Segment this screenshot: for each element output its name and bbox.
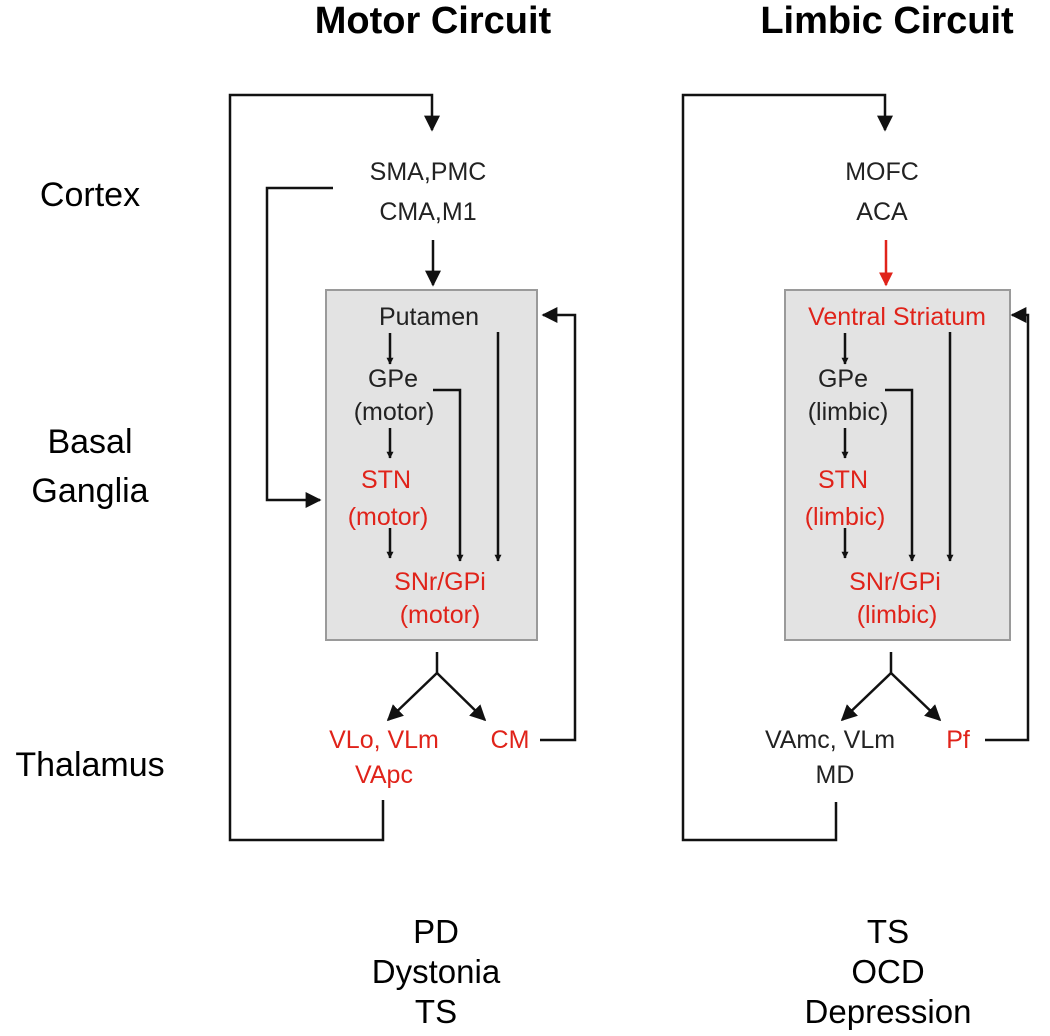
limbic-disorder-1: TS [866, 913, 910, 950]
limbic-thalamus-md: MD [815, 761, 855, 789]
row-label-thalamus: Thalamus [15, 746, 165, 784]
motor-hyperdirect-arrow [265, 186, 333, 508]
limbic-disorder-2: OCD [851, 953, 925, 990]
motor-cm-feedback [540, 307, 577, 742]
motor-gpe-node: GPe [367, 365, 419, 393]
motor-stn-node-sub: (motor) [347, 503, 429, 531]
motor-basal-ganglia-box [325, 289, 538, 641]
motor-gpe-node-sub: (motor) [353, 398, 435, 426]
motor-disorder-2: Dystonia [371, 953, 501, 990]
limbic-thalamus-pf: Pf [946, 726, 970, 754]
limbic-circuit-title: Limbic Circuit [760, 0, 1014, 42]
limbic-basal-ganglia-box [784, 289, 1011, 641]
motor-cortex-label-1: SMA,PMC [369, 158, 487, 186]
motor-disorder-3: TS [414, 993, 458, 1030]
limbic-cortex-label-1: MOFC [845, 158, 919, 186]
limbic-thalamocortical-loop [681, 93, 893, 842]
motor-putamen-node: Putamen [378, 303, 480, 331]
motor-disorder-1: PD [413, 913, 459, 950]
limbic-thalamus-vamc-vlm: VAmc, VLm [764, 726, 896, 754]
row-label-ganglia: Ganglia [31, 472, 149, 510]
motor-thalamus-cm: CM [490, 726, 530, 754]
limbic-disorder-3: Depression [804, 993, 972, 1030]
limbic-snr-gpi-node-sub: (limbic) [856, 601, 938, 629]
limbic-ventral-striatum-node: Ventral Striatum [808, 303, 986, 331]
row-label-basal: Basal [47, 423, 133, 461]
motor-snr-gpi-node-sub: (motor) [399, 601, 481, 629]
limbic-stn-node-sub: (limbic) [804, 503, 886, 531]
motor-thalamocortical-loop [228, 93, 440, 842]
limbic-gpe-node-sub: (limbic) [807, 398, 889, 426]
limbic-pf-feedback [985, 307, 1030, 742]
motor-thalamus-vapc: VApc [355, 761, 413, 789]
row-label-cortex: Cortex [39, 176, 141, 214]
motor-stn-node: STN [361, 466, 411, 494]
limbic-stn-node: STN [818, 466, 868, 494]
limbic-snr-gpi-node: SNr/GPi [849, 568, 941, 596]
limbic-gpe-node: GPe [817, 365, 869, 393]
motor-snr-gpi-node: SNr/GPi [394, 568, 486, 596]
limbic-cortex-label-2: ACA [856, 198, 908, 226]
motor-thalamus-vlo-vlm: VLo, VLm [329, 726, 439, 754]
motor-circuit-title: Motor Circuit [314, 0, 552, 42]
motor-cortex-label-2: CMA,M1 [379, 198, 477, 226]
